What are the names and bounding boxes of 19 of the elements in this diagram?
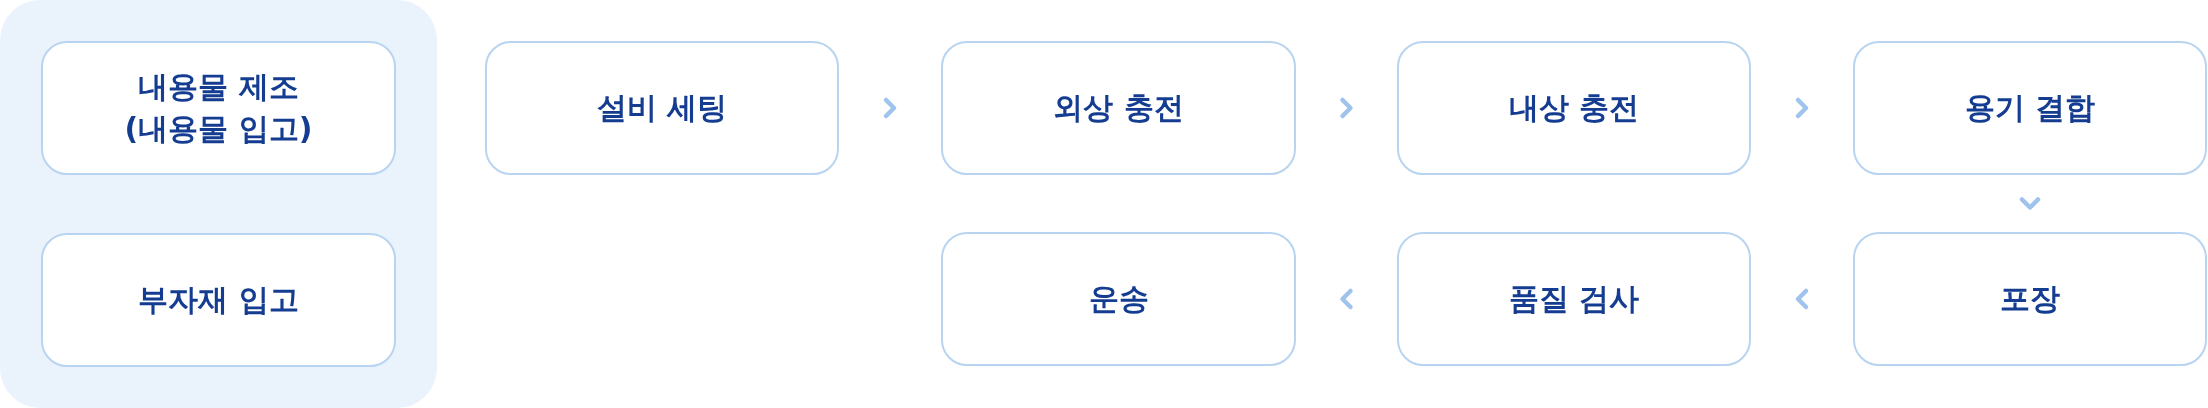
- process-box: [941, 41, 1296, 175]
- process-box: [1397, 41, 1751, 175]
- process-box: [1397, 232, 1751, 366]
- step-label: 내용물 제조 (내용물 입고): [123, 68, 314, 148]
- step-label: 용기 결합: [1964, 89, 2096, 127]
- group-panel: [0, 0, 437, 408]
- step-label: 포장: [2000, 280, 2060, 318]
- step-label: 부자재 입고: [138, 281, 299, 319]
- process-box: [41, 233, 396, 367]
- process-box: [41, 41, 396, 175]
- process-box: [941, 232, 1296, 366]
- process-box: [1853, 41, 2207, 175]
- step-label: 설비 세팅: [596, 89, 728, 127]
- process-box: [1853, 232, 2207, 366]
- step-label: 내상 충전: [1508, 89, 1640, 127]
- process-box: [485, 41, 839, 175]
- step-label: 외상 충전: [1053, 89, 1184, 127]
- step-label: 운송: [1088, 280, 1149, 318]
- step-label: 품질 검사: [1508, 280, 1640, 318]
